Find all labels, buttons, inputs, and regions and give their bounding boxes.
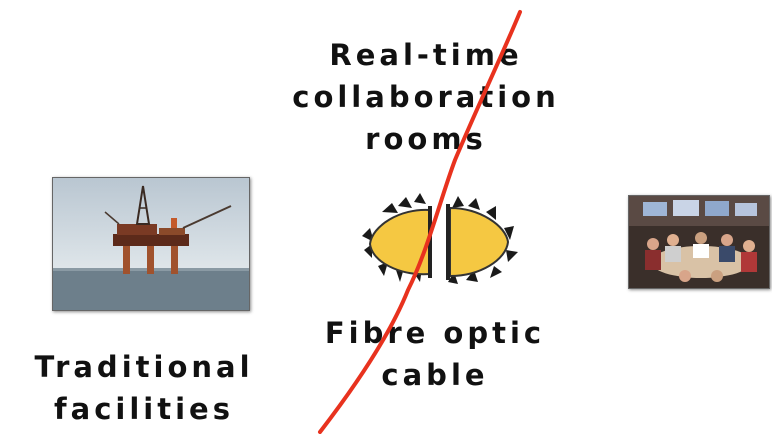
collaboration-room-photo [628, 195, 770, 289]
collaboration-rooms-label: Real-time collaboration rooms [292, 38, 560, 156]
traditional-facilities-label: Traditional facilities [34, 350, 254, 426]
offshore-platform-photo [52, 177, 250, 311]
left-gear-half [362, 193, 432, 282]
right-gear-half [446, 196, 518, 284]
fibre-optic-cable-label: Fibre optic cable [324, 316, 546, 392]
